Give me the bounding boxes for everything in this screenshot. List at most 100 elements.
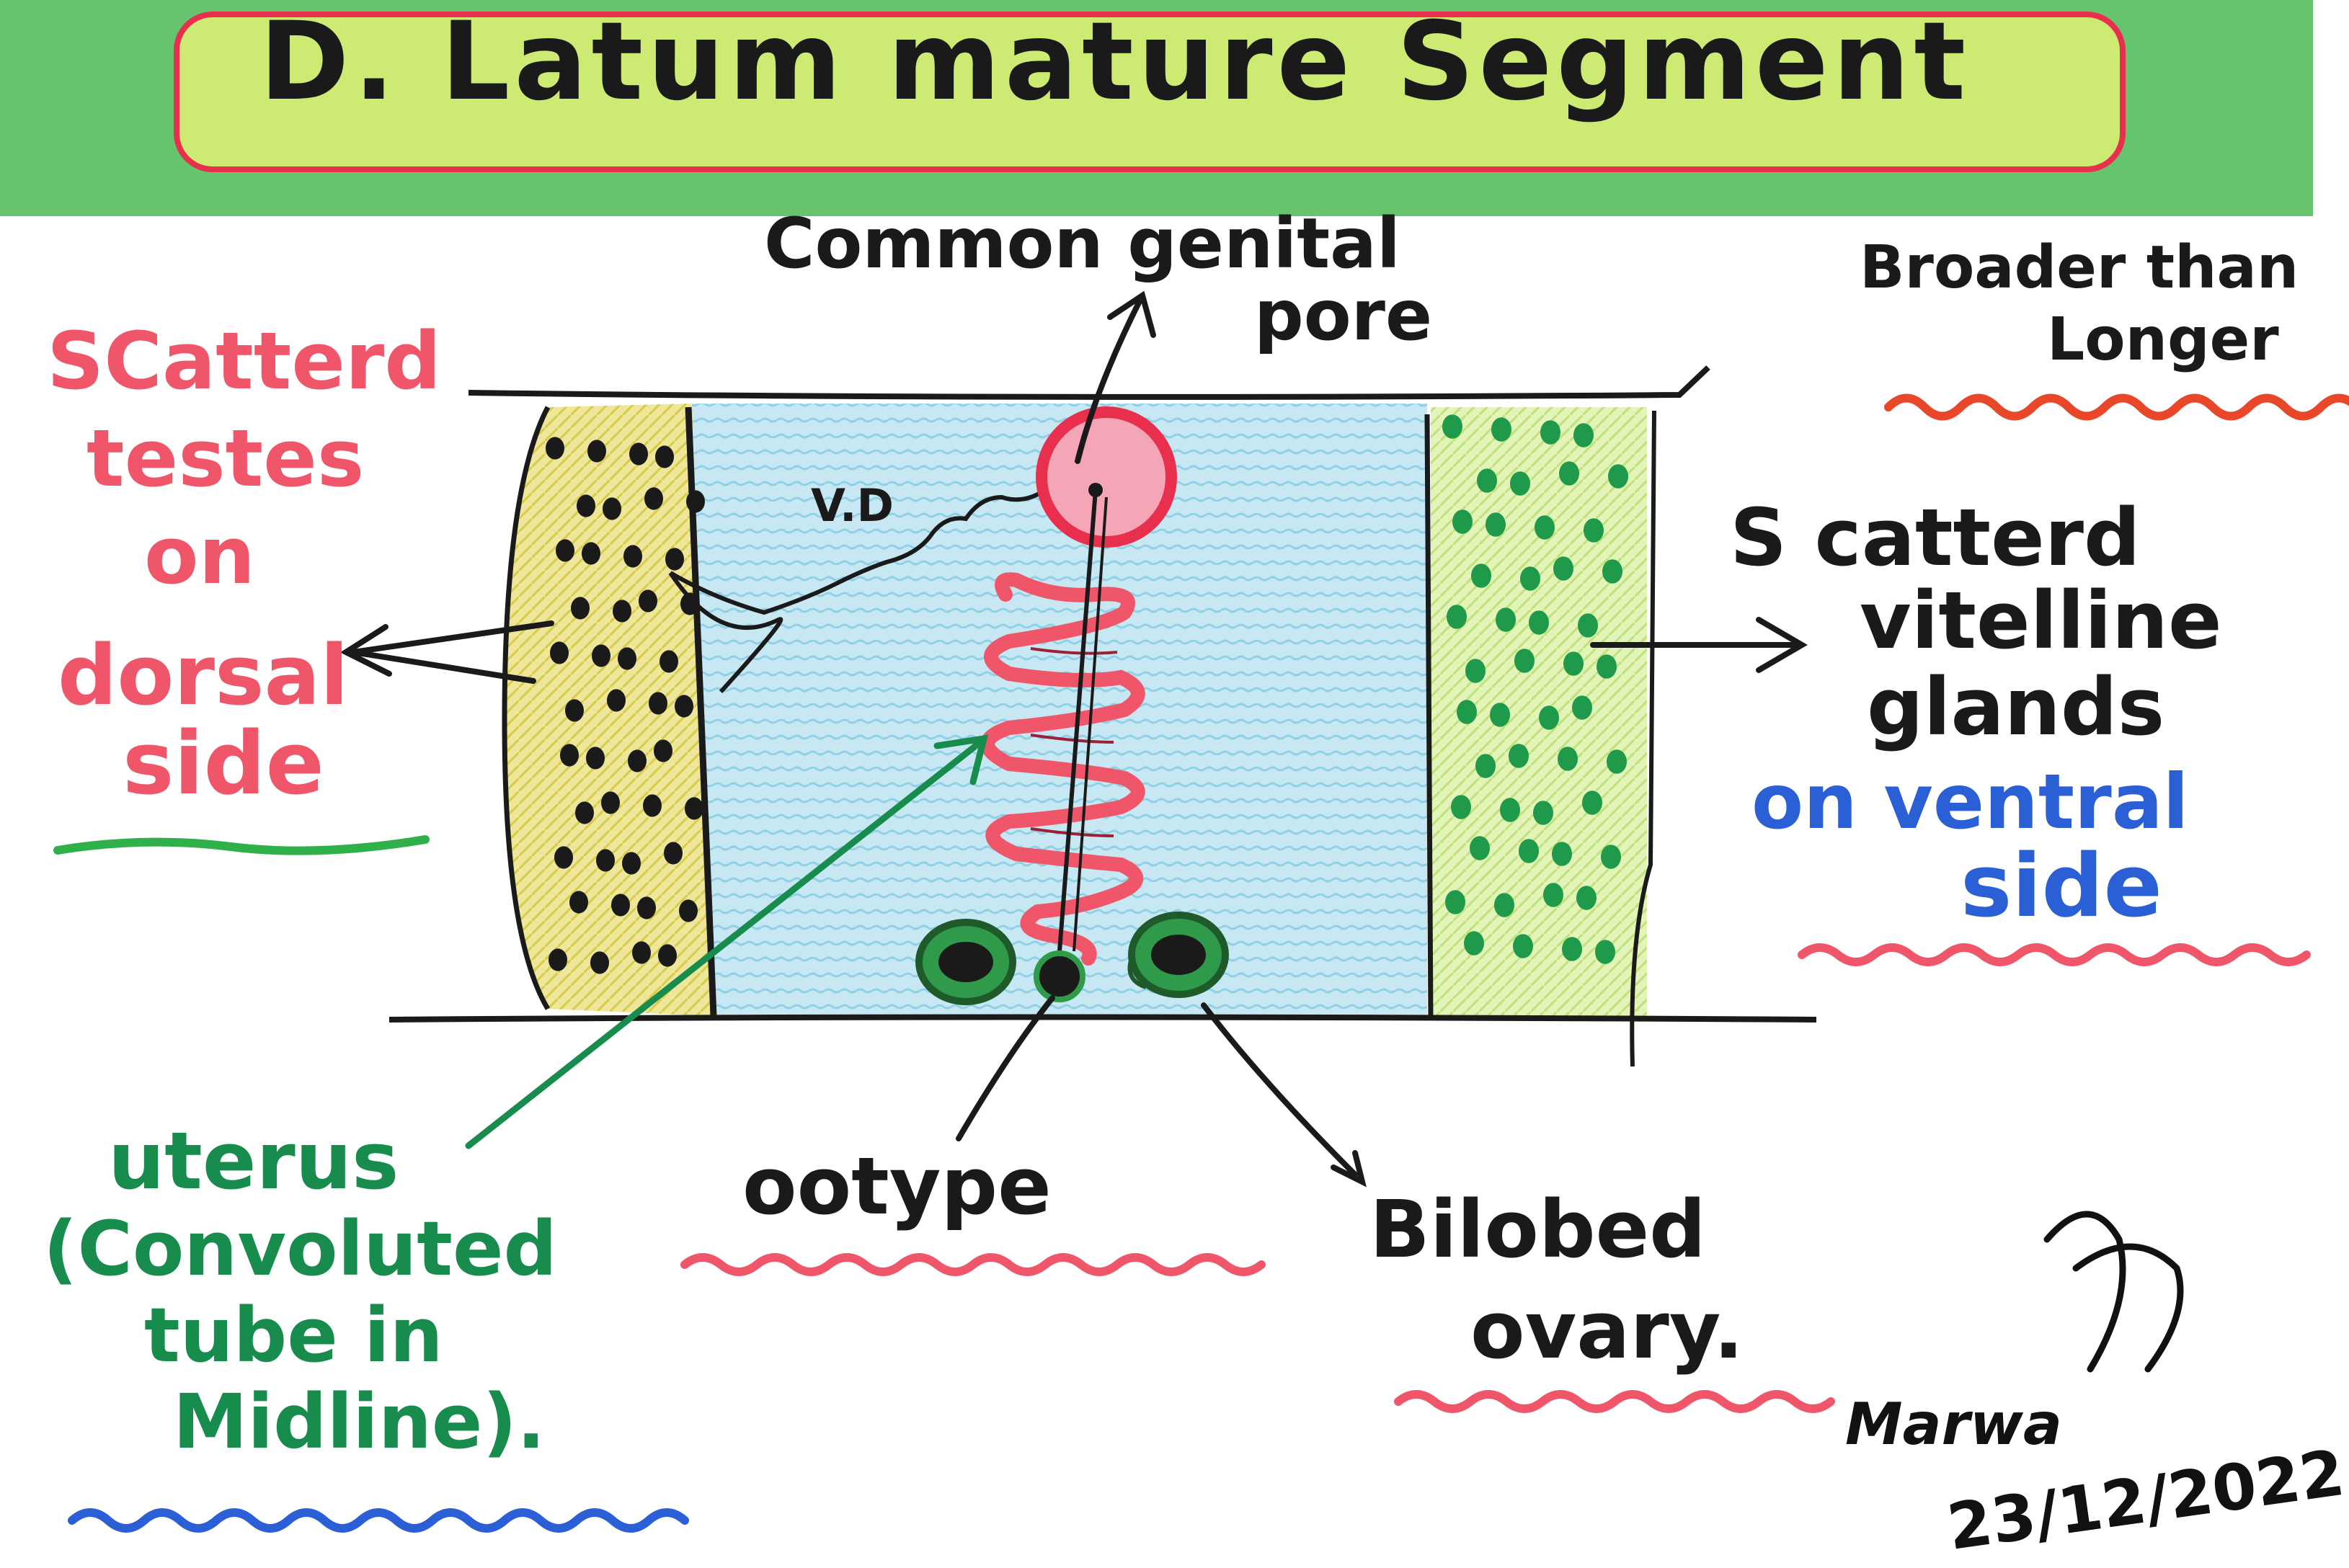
segment-top-border — [468, 365, 1710, 400]
vitelline-gland-dot — [1529, 610, 1549, 635]
ootype-arrow — [956, 995, 1055, 1141]
vitelline-gland-dot — [1573, 423, 1594, 447]
testis-dot — [655, 445, 674, 468]
testes-label-4: dorsal — [58, 628, 349, 724]
uterus-label-4: Midline). — [173, 1378, 546, 1466]
vitelline-gland-dot — [1563, 651, 1584, 676]
vd-label: V.D — [811, 479, 894, 532]
vitelline-gland-dots — [1442, 414, 1628, 964]
vitelline-label-5: side — [1961, 837, 2162, 937]
vitelline-gland-dot — [1520, 566, 1540, 591]
testis-dot — [665, 548, 684, 571]
ootype — [1034, 950, 1085, 1002]
uterus-duct-2 — [1073, 496, 1108, 952]
vitelline-gland-dot — [1584, 518, 1604, 543]
testis-dot — [623, 545, 642, 568]
genital-pore-label-2: pore — [1254, 275, 1433, 356]
uterus-arrow — [465, 739, 984, 1149]
vitelline-gland-dot — [1451, 795, 1471, 819]
testis-dot — [660, 650, 678, 673]
testis-dot — [550, 641, 569, 664]
vas-deferens — [669, 466, 1083, 615]
testes-underline — [53, 835, 430, 855]
vitelline-arrowhead — [1756, 617, 1808, 673]
vitelline-gland-dot — [1445, 890, 1465, 914]
vitelline-gland-dot — [1470, 836, 1490, 860]
vas-deferens-lower — [668, 571, 783, 694]
vitelline-gland-dot — [1601, 845, 1621, 869]
vitelline-zone-divider — [1424, 414, 1434, 1020]
segment-bottom-border — [388, 1014, 1817, 1023]
testes-label-3: on — [144, 509, 255, 602]
testis-dot — [554, 846, 573, 869]
vitelline-gland-dot — [1464, 931, 1484, 956]
segment-right-border — [1630, 410, 1656, 1067]
testis-dot — [560, 744, 579, 767]
vitelline-gland-dot — [1494, 893, 1514, 917]
ovary-label-2: ovary. — [1470, 1284, 1744, 1376]
vitelline-gland-dot — [1442, 414, 1462, 439]
testis-dot — [649, 692, 667, 715]
vitelline-gland-dot — [1465, 659, 1486, 683]
vitelline-gland-dot — [1535, 515, 1555, 540]
shape-label-1: Broader than — [1860, 233, 2299, 302]
uterus-label-2: (Convoluted — [43, 1205, 557, 1293]
testis-dot — [632, 941, 651, 964]
vitelline-gland-dot — [1500, 798, 1520, 822]
vitelline-gland-dot — [1576, 886, 1597, 910]
uterus-label-3: tube in — [144, 1291, 443, 1379]
ovary-arrowhead — [1331, 1150, 1367, 1188]
testis-dot — [680, 592, 699, 615]
ovary-underline — [1394, 1390, 1835, 1413]
title-banner-frame — [174, 12, 2126, 172]
testis-dot — [679, 899, 698, 922]
segment-left-border — [502, 406, 551, 1010]
testis-dot — [592, 644, 610, 667]
uterus-underline — [68, 1508, 689, 1533]
vitelline-gland-dot — [1540, 420, 1560, 445]
vitelline-label-3: glands — [1867, 661, 2165, 753]
testis-dot — [546, 437, 564, 460]
vitelline-gland-dot — [1477, 468, 1497, 493]
pore-arrowhead — [1107, 290, 1156, 338]
testes-arrow-lower — [350, 649, 536, 684]
shape-label-2: Longer — [2047, 306, 2279, 374]
testis-dot — [611, 894, 630, 917]
title-banner-fill — [177, 14, 2123, 169]
signature-name: Marwa — [1845, 1391, 2062, 1458]
vitelline-gland-dot — [1597, 654, 1617, 679]
testis-dot — [569, 891, 588, 914]
vitelline-gland-dot — [1562, 937, 1582, 961]
ootype-underline — [680, 1253, 1266, 1276]
uterus-arrowhead — [933, 734, 989, 785]
ovary-label-1: Bilobed — [1369, 1183, 1706, 1275]
vitelline-gland-dot — [1582, 790, 1602, 815]
vitelline-gland-dot — [1558, 747, 1578, 771]
vitelline-gland-dot — [1578, 613, 1598, 638]
testis-dot — [575, 801, 594, 824]
vitelline-gland-dot — [1608, 464, 1628, 489]
testis-dot — [628, 749, 647, 772]
testes-arrowhead — [339, 624, 392, 677]
testis-dot — [629, 442, 648, 466]
testis-dot — [571, 597, 590, 620]
pointer-arrows — [339, 290, 1808, 1188]
testis-dot — [607, 689, 626, 712]
vitelline-label-2: vitelline — [1860, 574, 2222, 667]
vitelline-gland-dot — [1553, 556, 1573, 581]
testis-dot — [556, 539, 574, 562]
ovary-arrow — [1201, 1002, 1358, 1177]
testis-dot — [658, 944, 677, 967]
vitelline-gland-dot — [1552, 842, 1572, 866]
diagram-title: D. Latum mature Segment — [259, 0, 1971, 125]
uterus-label-1: uterus — [108, 1115, 399, 1207]
testis-dot — [577, 494, 595, 517]
vitelline-gland-dot — [1602, 559, 1622, 584]
uterus-coil — [980, 572, 1145, 966]
genital-pore-label-1: Common genital — [764, 203, 1400, 284]
vitelline-gland-dot — [1513, 934, 1533, 958]
testis-dot — [675, 695, 693, 718]
testis-dot — [637, 896, 656, 919]
testes-label-1: SCatterd — [47, 315, 441, 407]
